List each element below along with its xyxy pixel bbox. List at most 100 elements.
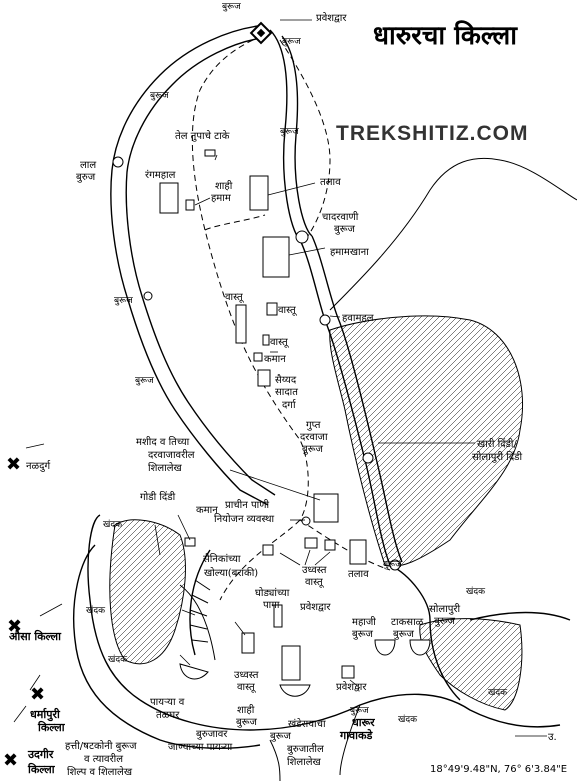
label-khari-2: सोलापुरी दिंडी (472, 451, 523, 463)
label-prachin-2: नियोजन व्यवस्था (214, 513, 275, 525)
label-khandak-3: खंदक (86, 605, 106, 616)
solapuri-pond (419, 618, 523, 711)
label-godi-dindi: गोडी दिंडी (140, 491, 176, 503)
label-pravesh-top: प्रवेशद्वार (316, 12, 347, 24)
leader-lines (13, 19, 547, 737)
top-gate-icon (249, 21, 273, 45)
label-chadarvani-2: बुरूज (334, 224, 355, 235)
label-sainik-1: सैनिकांच्या (203, 553, 241, 565)
label-hatti-1: हत्ती/षटकोनी बुरूज (65, 740, 137, 752)
cross-markers: ✖ ✖ ✖ ✖ (3, 454, 45, 771)
label-rangmahal: रंगमहाल (145, 169, 176, 181)
label-burujatil-2: शिलालेख (287, 756, 322, 768)
label-vastu-3: वास्तू (270, 337, 290, 348)
north-indicator: उ. (548, 732, 557, 743)
map-labels: प्रवेशद्वार बुरूज बुरूज बुरूज बुरूज तेल … (9, 2, 523, 778)
label-taksal-2: बुरूज (393, 629, 414, 640)
label-masjid-3: शिलालेख (148, 462, 183, 474)
svg-text:✖: ✖ (6, 454, 21, 475)
label-hatti-3: शिल्प व शिलालेख (67, 766, 133, 778)
label-khandak-1: खंदक (103, 519, 123, 530)
svg-text:✖: ✖ (7, 616, 22, 637)
label-havamahal: हवामहल (342, 313, 374, 324)
label-khandak-6: खंदक (398, 714, 418, 725)
label-gupt-1: गुप्त (306, 420, 321, 431)
label-payrya-1: पायऱ्या व (150, 697, 185, 708)
svg-text:✖: ✖ (3, 750, 18, 771)
map-title: धारुरचा किल्ला (373, 20, 518, 51)
label-kaman-2: कमान (196, 505, 218, 516)
label-buruj-6: बुरूज (135, 376, 154, 386)
label-naldurg: नळदुर्ग (26, 460, 51, 472)
lower-fort-walls (73, 514, 571, 781)
label-shahi-buruj-1: शाही (237, 704, 255, 716)
label-shahi-buruj-2: बुरूज (236, 717, 257, 728)
bastions (112, 156, 401, 571)
label-payrya-2: तळघर (156, 710, 180, 721)
label-ghodyanchya-2: पागा (263, 600, 280, 611)
barracks-arc (189, 549, 211, 656)
label-buruj-1: बुरूज (222, 2, 241, 12)
label-hatti-2: व त्यावरील (84, 753, 123, 765)
label-burujatil-1: बुरुजातील (287, 743, 324, 755)
label-lal-2: बुरुज (76, 172, 96, 183)
label-hamamkhana: हमामखाना (330, 247, 369, 258)
label-dharur-2: गावाकडे (339, 728, 373, 742)
label-saiyyad-3: दर्गा (282, 399, 297, 411)
brand-watermark: TREKSHITIZ.COM (336, 122, 529, 145)
label-mahaji-1: महाजी (352, 616, 376, 628)
label-prachin-1: प्राचीन पाणी (225, 499, 269, 511)
label-solapuri-2: बुरूज (434, 616, 455, 627)
right-hill-contour (329, 157, 577, 311)
label-solapuri-1: सोलापुरी (429, 603, 460, 615)
label-pravesh-bot: प्रवेशद्वार (336, 681, 367, 693)
label-masjid-1: मशीद व तिच्या (136, 436, 190, 448)
label-dharur-1: धारूर (352, 716, 375, 729)
label-buruj-4: बुरूज (280, 127, 299, 137)
label-gupt-3: बुरूज (302, 444, 323, 455)
label-khandak-2: खंदक (466, 586, 486, 597)
label-shahi-2: हमाम (211, 193, 232, 204)
label-shahi-1: शाही (215, 180, 233, 192)
label-vastu-2: वास्तू (278, 305, 298, 316)
label-buruj-7: बुरूज (383, 560, 402, 570)
label-ghodyanchya-1: घोड्यांच्या (255, 587, 290, 599)
label-buruj-8: बुरूज (350, 706, 369, 716)
label-talav-bottom: तलाव (348, 569, 369, 580)
label-khandak-5: खंदक (488, 687, 508, 698)
label-lal-1: लाल (80, 160, 96, 171)
label-udhvast-4: वास्तू (237, 682, 257, 693)
label-chadarvani-1: चादरवाणी (322, 211, 359, 223)
label-talav-top: तलाव (320, 177, 341, 188)
label-gupt-2: दरवाजा (300, 432, 328, 443)
label-khanderaya-2: बुरूज (270, 731, 291, 742)
label-khanderaya-1: खंडेरायाचा (288, 718, 326, 730)
label-buruj-3: बुरूज (150, 91, 169, 101)
label-masjid-2: दरवाजावरील (148, 449, 195, 461)
label-dharmapuri-1: धर्मापुरी (30, 707, 61, 722)
label-buruj-2: बुरूज (282, 37, 301, 47)
label-udgir-1: उदगीर (27, 747, 54, 761)
label-khari-1: खारी दिंडी/ (477, 438, 517, 450)
fort-pathways (191, 35, 391, 601)
label-dharmapuri-2: किल्ला (37, 720, 66, 734)
label-mahaji-2: बुरूज (352, 629, 373, 640)
label-taksal-1: टाकसाळ (391, 617, 424, 628)
label-saiyyad-2: सादात (275, 387, 298, 398)
label-khandak-4: खंदक (108, 654, 128, 665)
label-buruj-5: बुरूज (114, 296, 133, 306)
label-udgir-2: किल्ला (27, 762, 56, 776)
coordinates-text: 18°49'9.48"N, 76° 6'3.84"E (430, 764, 567, 775)
label-sainik-2: खोल्या(बराकी) (204, 567, 258, 579)
barracks-lines (189, 579, 211, 643)
svg-text:✖: ✖ (30, 684, 45, 705)
label-ausa: औसा किल्ला (9, 629, 62, 643)
label-udhvast-2: वास्तू (305, 577, 325, 588)
label-burujavar-2: जाण्याच्या पायऱ्या (168, 742, 233, 753)
label-burujavar-1: बुरुजावर (196, 729, 228, 740)
label-udhvast-3: उध्वस्त (234, 670, 259, 681)
label-pravesh-mid: प्रवेशद्वार (300, 601, 331, 613)
label-kaman-1: कमान (264, 354, 286, 365)
label-tel-tupache-take: तेल तुपाचे टाके (175, 130, 230, 142)
